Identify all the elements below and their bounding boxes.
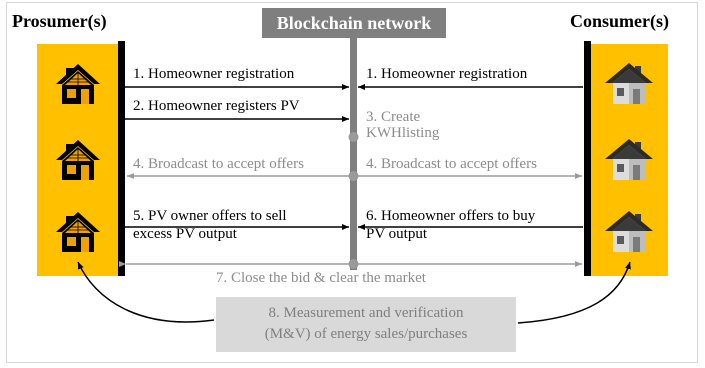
- step2-label: 2. Homeowner registers PV: [133, 98, 300, 114]
- step5-label-line1: 5. PV owner offers to sell: [133, 208, 287, 224]
- house-icon: [605, 210, 653, 254]
- step4-left-label: 4. Broadcast to accept offers: [133, 156, 304, 172]
- prosumer-lifeline: [118, 41, 125, 276]
- solar-house-icon: [54, 138, 102, 182]
- step7-dot: [348, 259, 359, 269]
- step3-label-line1: 3. Create: [366, 109, 421, 125]
- step3-label-line2: KWHlisting: [366, 125, 440, 141]
- step3-dot: [348, 132, 359, 142]
- step8-label-line2: (M&V) of energy sales/purchases: [264, 326, 468, 342]
- step5-label-line2: excess PV output: [133, 226, 237, 242]
- step8-label-line1: 8. Measurement and verification: [268, 305, 464, 321]
- step6-label-line1: 6. Homeowner offers to buy: [366, 208, 536, 224]
- prosumer-header: Prosumer(s): [12, 11, 107, 31]
- house-icon: [605, 62, 653, 106]
- step4-dot: [348, 171, 359, 181]
- step4-right-label: 4. Broadcast to accept offers: [366, 156, 537, 172]
- blockchain-lifeline: [350, 38, 357, 270]
- step6-label-line2: PV output: [366, 226, 427, 242]
- house-icon: [605, 138, 653, 182]
- consumer-lifeline: [584, 41, 591, 276]
- step7-label: 7. Close the bid & clear the market: [216, 270, 426, 286]
- measurement-verification-box: 8. Measurement and verification (M&V) of…: [216, 297, 516, 352]
- arrow-step8-right: [517, 261, 631, 324]
- step1-left-label: 1. Homeowner registration: [133, 66, 295, 82]
- consumer-header: Consumer(s): [570, 11, 669, 31]
- solar-house-icon: [54, 210, 102, 254]
- diagram-frame: [6, 2, 698, 363]
- solar-house-icon: [54, 62, 102, 106]
- arrow-step8-left: [77, 261, 215, 323]
- step1-right-label: 1. Homeowner registration: [366, 66, 528, 82]
- blockchain-header: Blockchain network: [262, 8, 446, 38]
